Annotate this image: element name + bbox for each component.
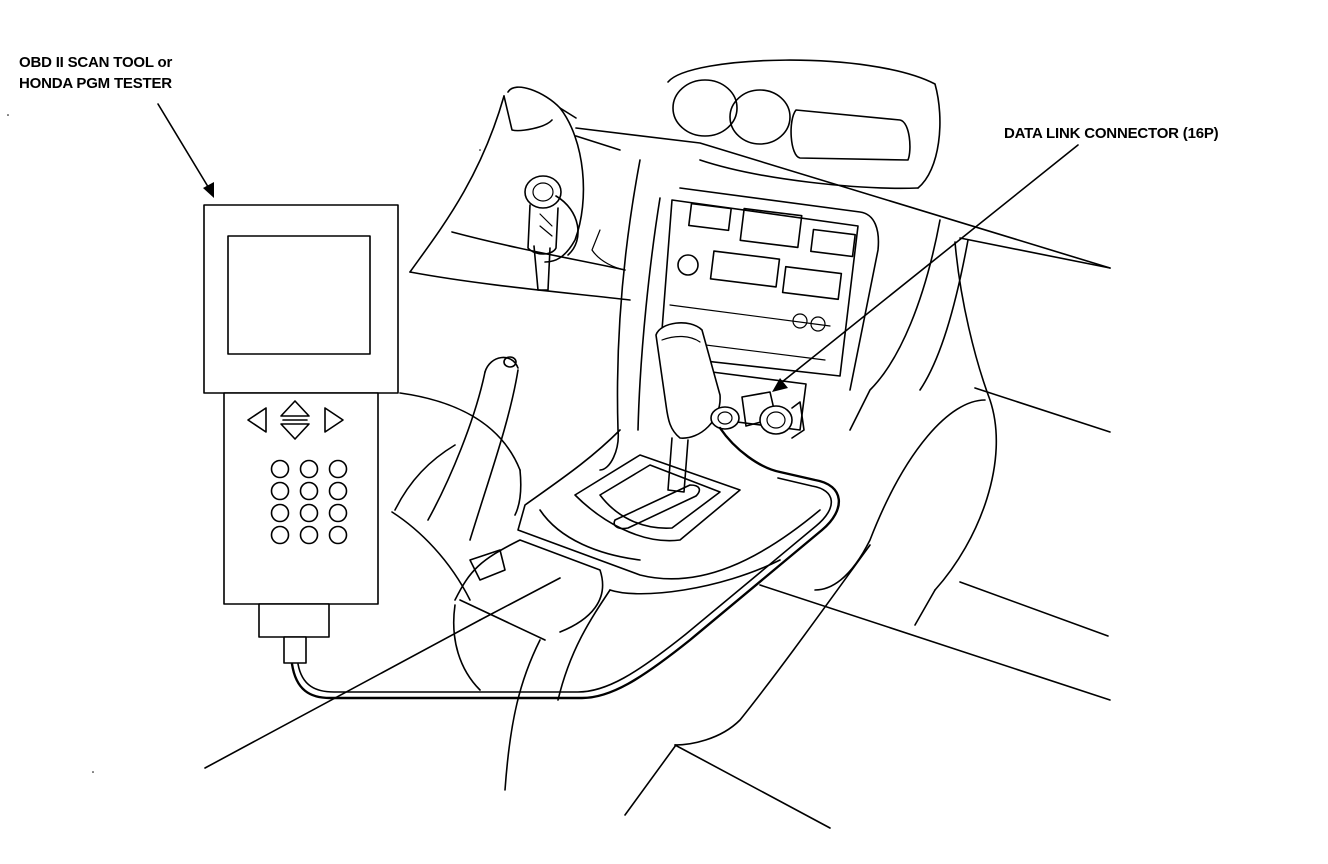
arrow-up-down-icon <box>280 400 310 440</box>
ignition-key <box>524 175 579 291</box>
arrow-left-icon <box>247 407 267 433</box>
data-link-connector <box>710 391 805 439</box>
scan-tool <box>203 204 399 664</box>
center-console <box>452 322 821 791</box>
leader-arrow-scan-tool <box>157 103 214 198</box>
keypad <box>270 459 348 545</box>
scan-tool-label-line1: OBD II SCAN TOOL or <box>19 54 173 71</box>
dashboard-outline <box>409 59 1111 829</box>
scan-tool-cable <box>290 426 840 700</box>
scan-specks <box>7 114 481 773</box>
parking-brake-and-seat <box>204 356 561 769</box>
data-link-connector-label: DATA LINK CONNECTOR (16P) <box>1004 125 1219 142</box>
scan-tool-label: OBD II SCAN TOOL or HONDA PGM TESTER <box>19 52 172 94</box>
scan-tool-label-line2: HONDA PGM TESTER <box>19 75 172 92</box>
leader-arrow-data-link-connector <box>772 144 1079 392</box>
arrow-right-icon <box>324 407 344 433</box>
